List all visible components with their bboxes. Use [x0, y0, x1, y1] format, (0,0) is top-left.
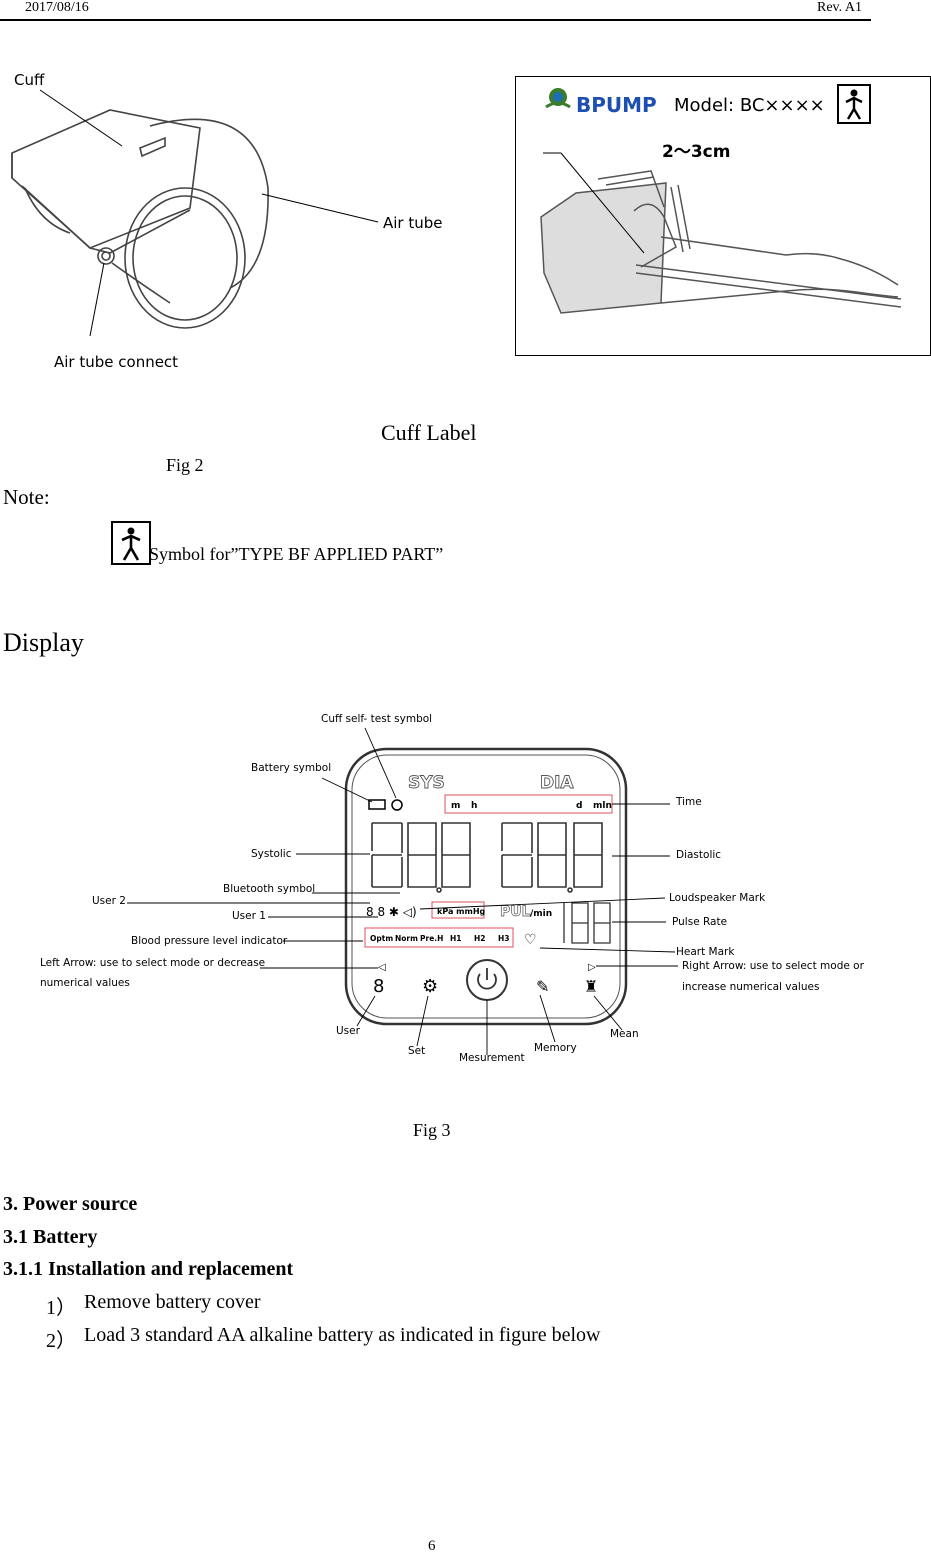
callout-diastolic: Diastolic [676, 849, 722, 861]
callout-left-arrow-1: Left Arrow: use to select mode or decrea… [40, 957, 266, 969]
cuff-label-caption: Cuff Label [381, 420, 477, 445]
step-1-text: Remove battery cover [84, 1291, 261, 1313]
lcd-systolic-digits [371, 822, 471, 893]
callout-mean: Mean [610, 1028, 639, 1040]
callout-cuff-self-test: Cuff self- test symbol [321, 713, 433, 725]
time-unit-h: h [471, 801, 477, 811]
callout-pulse-rate: Pulse Rate [672, 916, 728, 928]
units-box [431, 901, 485, 919]
section-31-heading: 3.1 Battery [3, 1226, 98, 1248]
note-heading: Note: [3, 485, 50, 509]
measure-text: 2～3cm [662, 142, 730, 162]
mean-button-icon: ♜ [584, 977, 598, 996]
display-diagram: SYS DIA m h d mln 8 8 ✱ ◁) kPa mmHg PUL … [0, 700, 931, 1080]
model-text: Model: BC×××× [674, 95, 825, 116]
callout-user2: User 2 [92, 895, 126, 907]
lcd-sys: SYS [408, 773, 445, 793]
lcd-pul: PUL [500, 904, 531, 920]
brand-text: BPUMP [576, 93, 657, 117]
device-body [344, 747, 628, 1026]
callout-bluetooth: Bluetooth symbol [223, 883, 316, 895]
heart-icon: ♡ [524, 932, 537, 948]
section-311-heading: 3.1.1 Installation and replacement [3, 1258, 294, 1280]
lcd-cuff-icon [391, 799, 403, 811]
callout-user1: User 1 [232, 910, 266, 922]
section-3-heading: 3. Power source [3, 1193, 138, 1215]
callout-left-arrow-2: numerical values [40, 977, 130, 989]
lcd-pulse-digits [563, 902, 611, 944]
level-h3: H3 [498, 934, 510, 943]
display-heading: Display [3, 628, 84, 657]
lcd-diastolic-digits [501, 822, 603, 893]
air-tube-text: Air tube [383, 214, 443, 232]
step-1-number: 1） [46, 1297, 76, 1319]
fig2-caption: Fig 2 [166, 455, 204, 475]
callout-heart: Heart Mark [676, 946, 735, 958]
lcd-per-min: /min [530, 909, 552, 919]
air-tube-connect-text: Air tube connect [54, 353, 178, 371]
time-unit-mln: mln [593, 801, 612, 811]
level-box [364, 927, 514, 948]
fig3-caption: Fig 3 [413, 1120, 451, 1140]
cuff-illustration: Cuff Air tube Air tube connect [0, 58, 500, 388]
callout-set: Set [408, 1045, 426, 1057]
lcd-user-icons: 8 8 ✱ ◁) [366, 905, 417, 919]
level-norm: Norm [395, 934, 418, 943]
callout-bp-level: Blood pressure level indicator [131, 935, 288, 947]
memory-button-icon: ✎ [536, 977, 549, 996]
callout-battery: Battery symbol [251, 762, 332, 774]
time-unit-m: m [451, 801, 460, 811]
callout-measurement: Mesurement [459, 1052, 525, 1064]
callout-memory: Memory [534, 1042, 577, 1054]
user-button-icon: 8 [373, 976, 384, 997]
lcd-units: kPa mmHg [437, 907, 486, 916]
header-rule [0, 19, 871, 21]
callout-right-arrow-1: Right Arrow: use to select mode or [682, 960, 864, 972]
level-h1: H1 [450, 934, 462, 943]
right-arrow-icon: ▷ [588, 962, 596, 973]
callout-user: User [336, 1025, 360, 1037]
set-button-icon: ⚙ [422, 976, 438, 997]
left-arrow-icon: ◁ [378, 962, 386, 973]
callout-loudspeaker: Loudspeaker Mark [669, 892, 766, 904]
arm-illustration [540, 170, 902, 314]
cuff-text: Cuff [14, 71, 45, 89]
step-2-number: 2） [46, 1330, 76, 1352]
cuff-label-panel: BPUMP Model: BC×××× 2～3cm [515, 76, 931, 356]
bpump-logo-icon [545, 88, 571, 109]
callout-systolic: Systolic [251, 848, 292, 860]
page-number: 6 [428, 1538, 436, 1554]
lcd-battery-icon [368, 799, 386, 810]
header-date: 2017/08/16 [25, 0, 89, 15]
level-preh: Pre.H [420, 934, 443, 943]
type-bf-icon [837, 84, 871, 124]
level-h2: H2 [474, 934, 486, 943]
lcd-dia: DIA [540, 773, 574, 793]
type-bf-symbol-icon [111, 521, 151, 565]
type-bf-text: Symbol for”TYPE BF APPLIED PART” [149, 544, 444, 564]
header-revision: Rev. A1 [817, 0, 862, 15]
callout-right-arrow-2: increase numerical values [682, 981, 820, 993]
time-unit-d: d [576, 801, 582, 811]
step-2-text: Load 3 standard AA alkaline battery as i… [84, 1324, 601, 1346]
level-optm: Optm [370, 934, 393, 943]
callout-time: Time [676, 796, 702, 808]
